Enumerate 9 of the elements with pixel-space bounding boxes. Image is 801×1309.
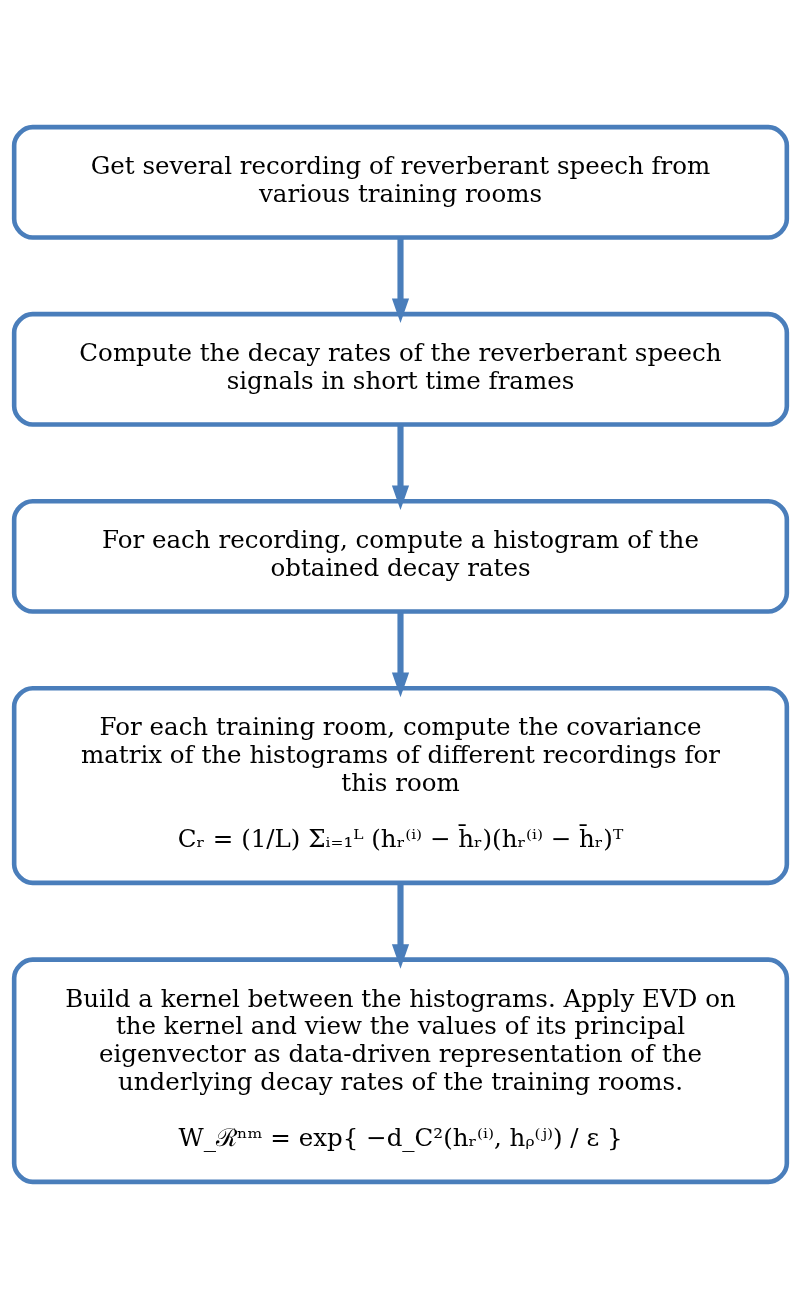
node-box: Compute the decay rates of the reverberant speech signals in short time frames <box>11 311 790 427</box>
arrow <box>391 883 410 969</box>
node-box: Build a kernel between the histograms. Apply EVD on the kernel and view the values of its principal eigenvector as data-driven representation of the underlying decay rates of the training rooms. W_ℛⁿᵐ = exp{ −d_C²(hᵣ⁽ⁱ⁾, hᵨ⁽ʲ⁾) / ε } <box>11 957 790 1185</box>
arrow <box>391 237 410 323</box>
node-box: For each training room, compute the covariance matrix of the histograms of different recordings for this room Cᵣ = (1/L) Σᵢ₌₁ᴸ (hᵣ⁽ⁱ⁾ − h̄ᵣ)(hᵣ⁽ⁱ⁾ − h̄ᵣ)ᵀ <box>11 685 790 886</box>
node-box: For each recording, compute a histogram of the obtained decay rates <box>11 498 790 614</box>
arrow <box>391 424 410 511</box>
arrow <box>391 612 410 698</box>
node-box: Get several recording of reverberant speech from various training rooms <box>11 124 790 240</box>
